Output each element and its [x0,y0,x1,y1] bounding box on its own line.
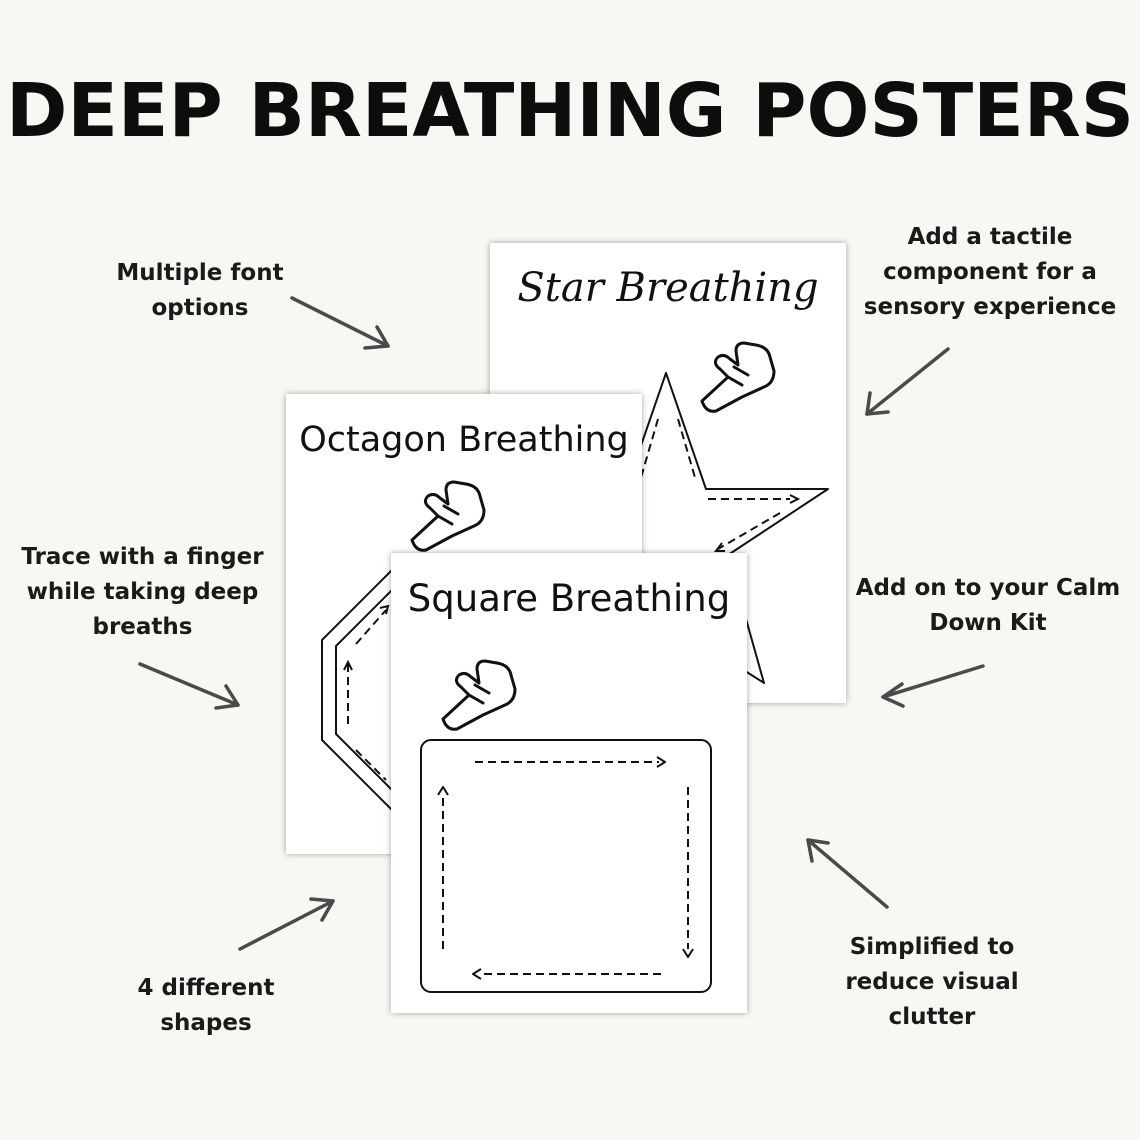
callout-line: Simplified to [849,934,1015,960]
poster-title: Star Breathing [517,265,819,311]
callout-calm-kit: Add on to your Calm Down Kit [848,571,1128,641]
callout-trace: Trace with a finger while taking deep br… [10,540,275,645]
callout-line: component for a [883,259,1097,285]
page-headline: DEEP BREATHING POSTERS [5,68,1135,154]
callout-simplified: Simplified to reduce visual clutter [822,930,1042,1035]
arrow-icon [138,662,240,710]
callout-line: options [151,295,249,321]
callout-line: Multiple font [116,260,284,286]
callout-line: sensory experience [863,294,1117,320]
pointing-hand-icon [441,659,517,731]
callout-line: Add a tactile [907,224,1073,250]
callout-line: shapes [160,1010,252,1036]
arrow-icon [865,347,950,416]
callout-line: breaths [92,614,193,640]
arrow-icon [881,664,985,708]
callout-line: 4 different [137,975,275,1001]
arrow-icon [290,296,390,350]
poster-square-breathing: Square Breathing [391,553,747,1013]
pointing-hand-icon [700,341,776,413]
callout-line: clutter [888,1004,976,1030]
callout-line: Add on to your Calm [855,575,1121,601]
arrow-icon [238,897,335,951]
callout-tactile: Add a tactile component for a sensory ex… [860,220,1120,325]
square-shape [420,659,712,993]
callout-line: Trace with a finger [21,544,264,570]
pointing-hand-icon [410,480,486,552]
poster-title: Octagon Breathing [299,420,629,460]
callout-font-options: Multiple font options [100,256,300,326]
arrow-icon [806,838,889,909]
callout-line: while taking deep [26,579,259,605]
callout-line: Down Kit [929,610,1047,636]
poster-title: Square Breathing [407,577,731,620]
callout-line: reduce visual [845,969,1019,995]
callout-shapes: 4 different shapes [106,971,306,1041]
